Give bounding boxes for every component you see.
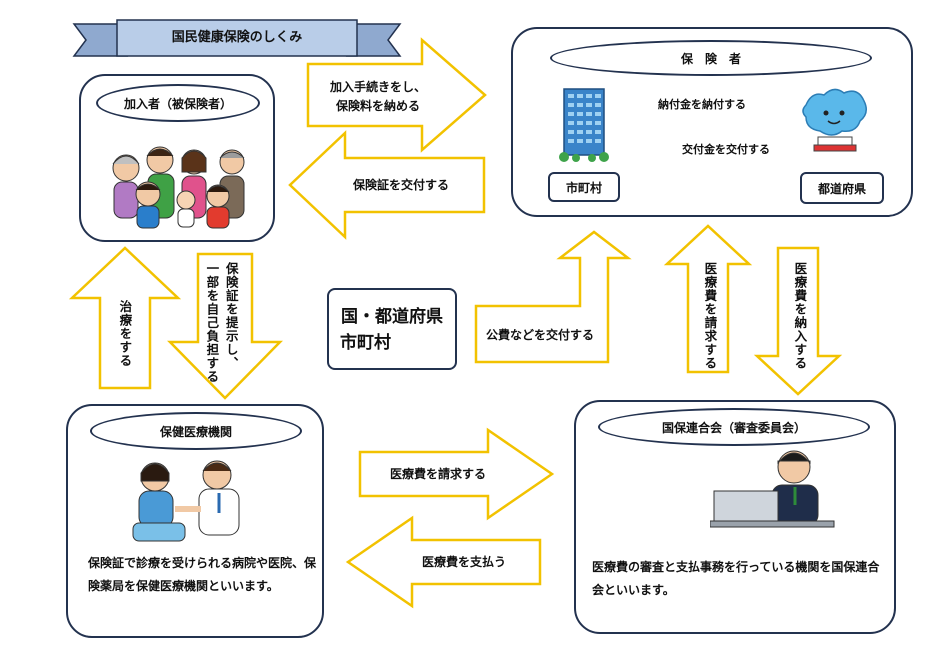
pay-medical-label: 医療費を支払う xyxy=(421,555,506,569)
arrow-pay-federation xyxy=(753,246,843,396)
page-title: 国民健康保険のしくみ xyxy=(171,30,303,45)
prefecture-box: 都道府県 xyxy=(800,172,884,204)
treatment-label: 治療をする xyxy=(117,300,133,368)
claim-to-federation-label: 医療費を請求する xyxy=(389,467,486,481)
arrow-claim-federation xyxy=(358,427,555,521)
city-box: 市町村 xyxy=(548,172,620,202)
city-building-icon xyxy=(559,88,609,162)
grant-label: 交付金を交付する xyxy=(682,143,770,156)
federation-description: 医療費の審査と支払事務を行っている機関を国保連合 会といいます。 xyxy=(592,560,880,597)
government-line1: 国・都道府県 xyxy=(341,307,443,327)
arrow-present-card xyxy=(167,252,283,400)
title-banner xyxy=(72,19,402,57)
arrow-enroll xyxy=(306,37,487,153)
government-box xyxy=(327,288,457,370)
doctor-patient-illustration xyxy=(132,460,240,542)
insured-header: 加入者（被保険者） xyxy=(96,84,260,122)
insurer-header: 保 険 者 xyxy=(550,40,872,76)
government-line2: 市町村 xyxy=(340,333,391,353)
present-card-label: 保険証を提示し、 一部を自己負担する xyxy=(204,262,239,384)
federation-header: 国保連合会（審査委員会） xyxy=(598,408,870,446)
prefecture-mascot-icon xyxy=(802,88,867,152)
arrow-issue-card xyxy=(288,130,486,240)
arrow-pay-medical xyxy=(345,515,542,609)
arrow-public-funds xyxy=(474,230,632,364)
arrow-claim-insurer xyxy=(663,224,753,374)
pay-to-federation-label: 医療費を納入する xyxy=(792,262,808,370)
arrow-treatment xyxy=(68,246,182,390)
reviewer-at-laptop-illustration xyxy=(710,450,835,528)
family-illustration xyxy=(112,146,245,229)
pay-in-label: 納付金を納付する xyxy=(658,98,746,111)
public-funds-label: 公費などを交付する xyxy=(485,328,594,342)
claim-to-insurer-label: 医療費を請求する xyxy=(702,262,718,370)
issue-card-label: 保険証を交付する xyxy=(352,178,449,192)
medical-description: 保険証で診療を受けられる病院や医院、保 険薬局を保健医療機関といいます。 xyxy=(88,556,317,593)
medical-header: 保健医療機関 xyxy=(90,412,302,450)
enroll-label: 加入手続きをし、 保険料を納める xyxy=(329,80,426,114)
